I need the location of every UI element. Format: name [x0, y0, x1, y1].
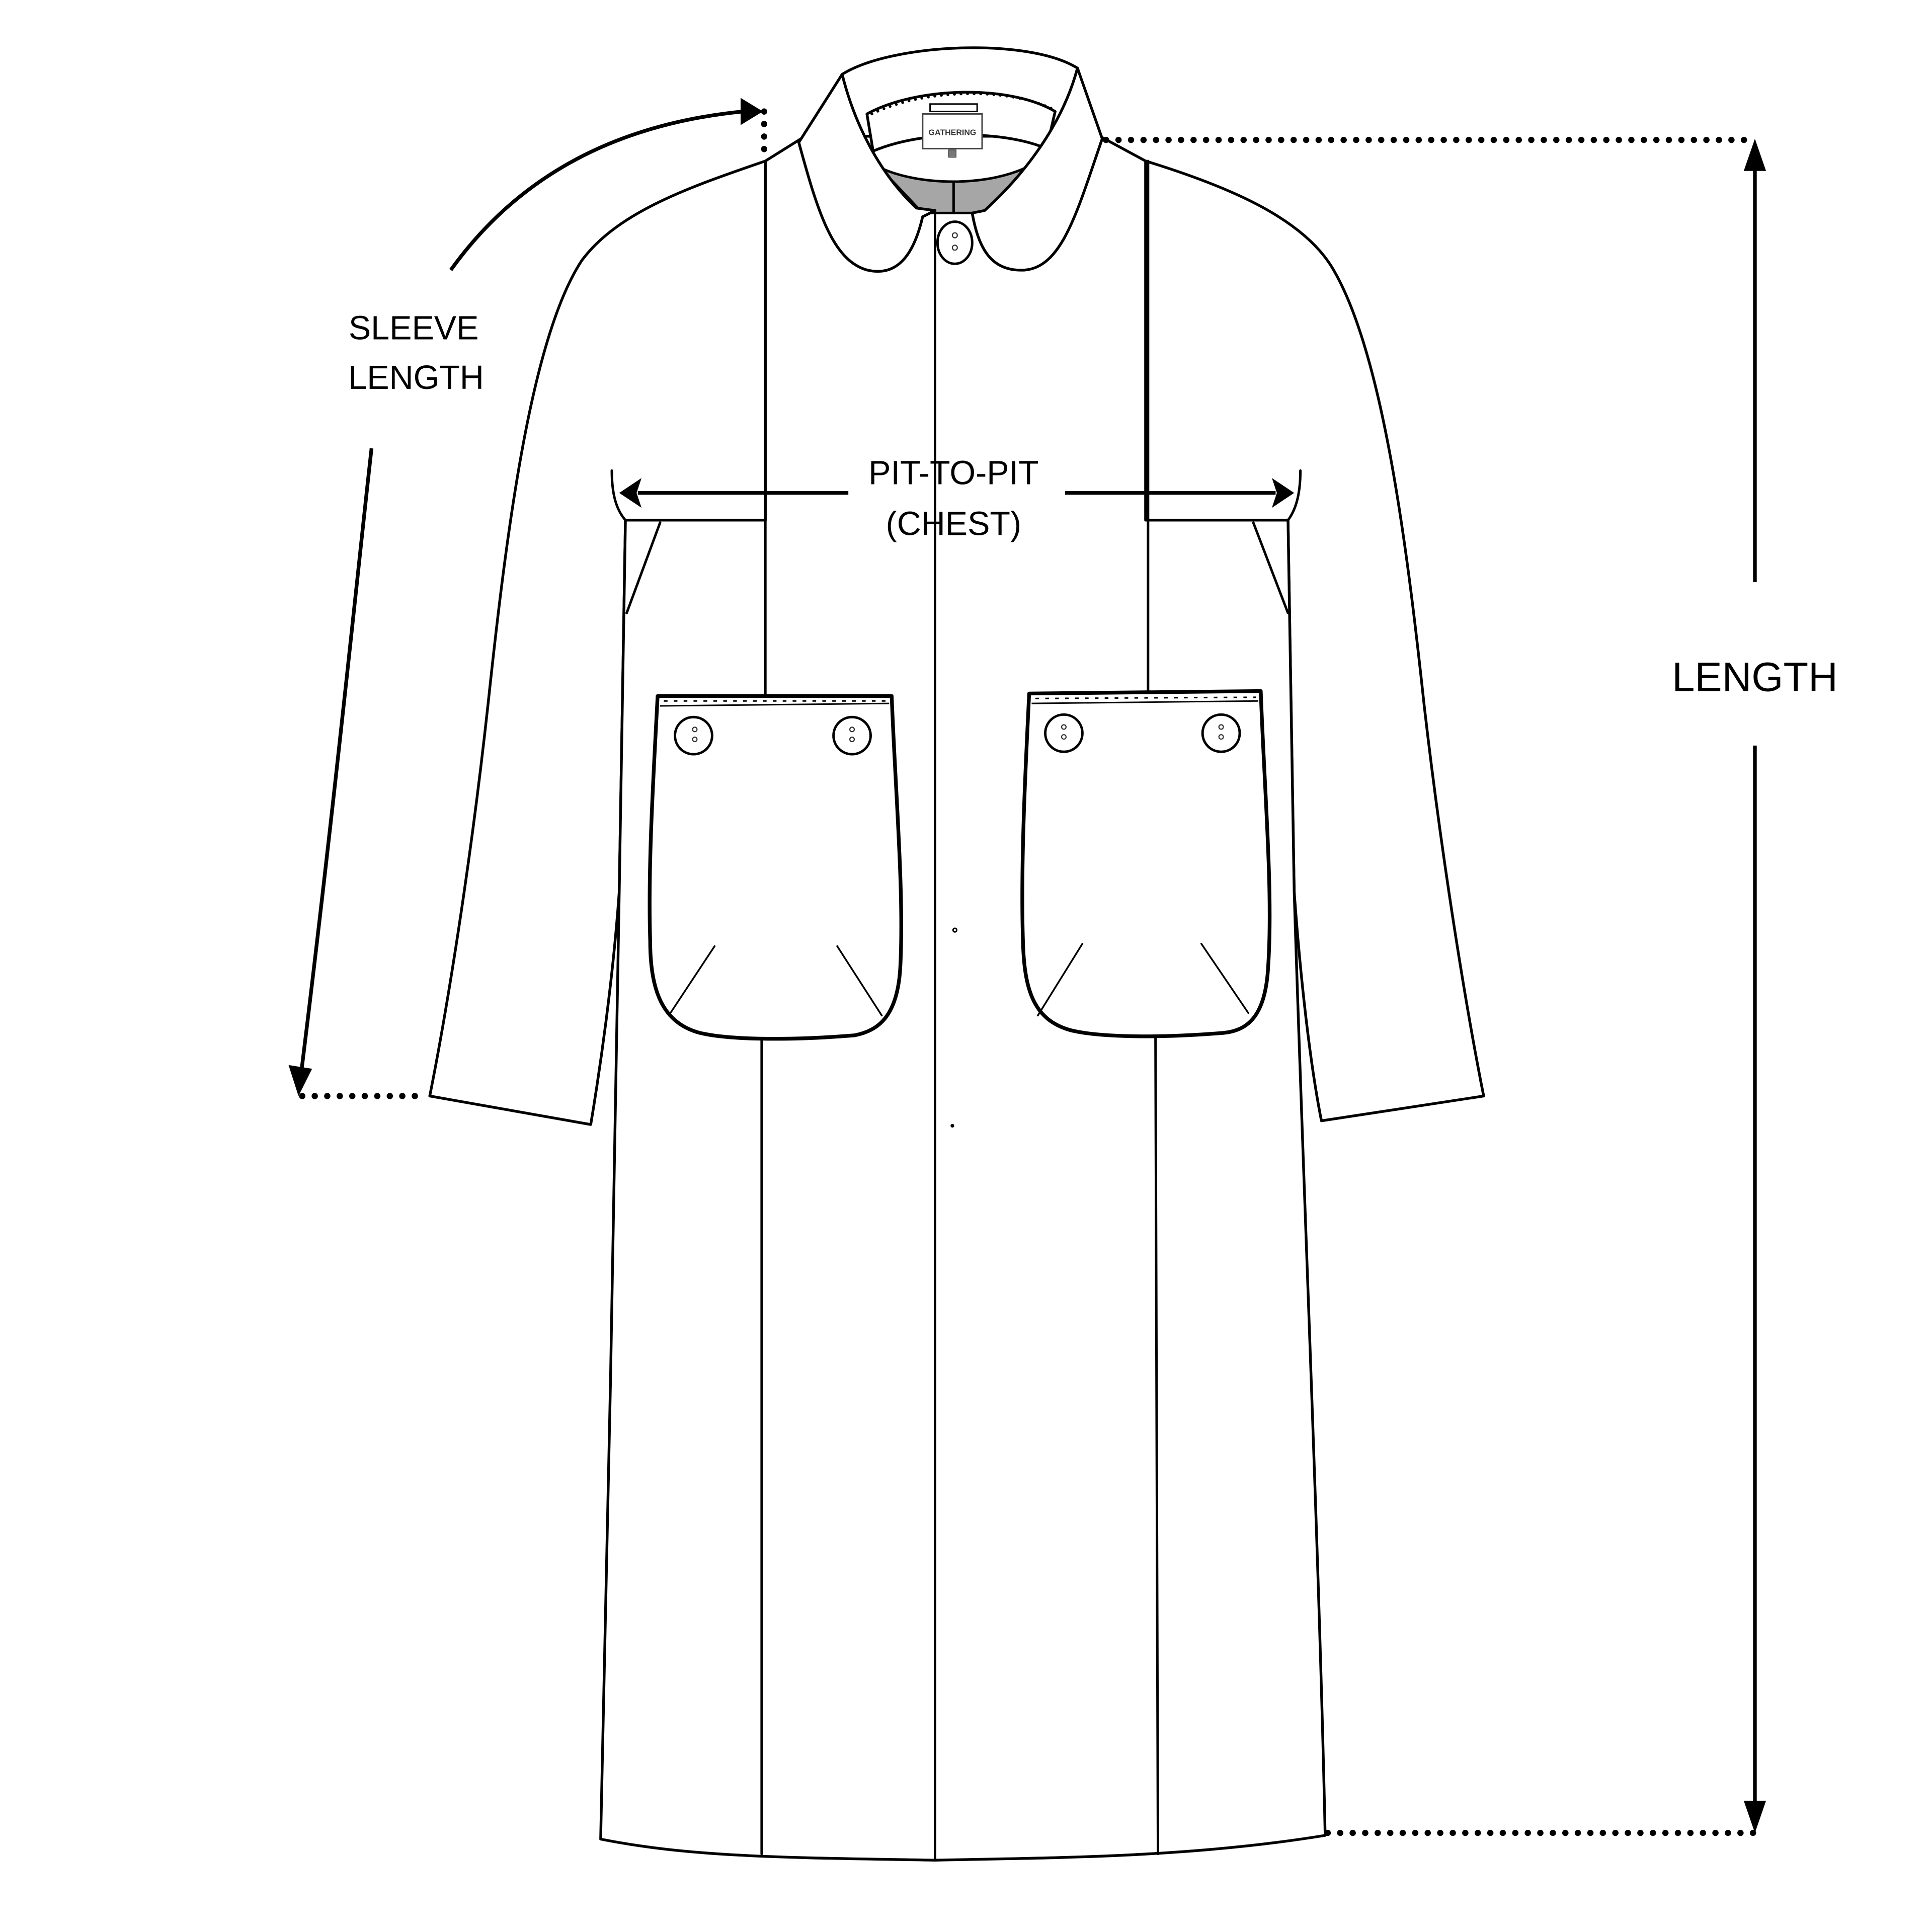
pocket-button	[674, 715, 713, 756]
brand-tag-text: GATHERING	[929, 128, 977, 137]
length-arrow-head-up-icon	[1743, 138, 1766, 171]
left-pocket	[648, 694, 904, 1041]
left-underarm	[610, 469, 627, 522]
left-sleeve	[428, 159, 767, 1126]
chest-arrow-head-left-icon	[619, 478, 642, 508]
chest-label-line1: PIT-TO-PIT	[868, 454, 1038, 492]
chest-arrow-head-right-icon	[1272, 478, 1295, 508]
chest-label-line2: (CHEST)	[886, 505, 1021, 542]
collar-button	[936, 220, 974, 265]
length-measure: LENGTH	[1103, 137, 1838, 1836]
coat-sketch	[428, 135, 1485, 1862]
sleeve-length-label-line2: LENGTH	[348, 359, 484, 396]
brand-tag: GATHERING	[922, 103, 983, 158]
placket-mark	[952, 927, 958, 933]
sleeve-length-label-line1: SLEEVE	[349, 309, 479, 347]
right-panel-seam-lower	[1154, 1032, 1160, 1856]
length-label: LENGTH	[1672, 655, 1837, 700]
sleeve-arrow-head-down-icon	[288, 1065, 312, 1096]
right-collar-leaf	[971, 66, 1104, 272]
pocket-button	[1201, 713, 1241, 753]
pocket-button	[1044, 713, 1084, 753]
left-collar-leaf	[797, 72, 937, 273]
pocket-button	[832, 715, 872, 756]
length-arrow-head-down-icon	[1743, 1801, 1766, 1833]
left-side-dart	[625, 521, 662, 614]
right-side-dart	[1252, 521, 1290, 614]
collar: GATHERING	[797, 46, 1104, 273]
sleeve-length-measure: SLEEVE LENGTH	[288, 98, 767, 1099]
coat-body	[599, 135, 1327, 1862]
sleeve-arrow-upper	[449, 109, 744, 271]
sleeve-arrow-head-up-icon	[741, 98, 763, 125]
sleeve-arrow-lower	[299, 448, 374, 1076]
right-underarm	[1286, 469, 1302, 522]
chest-measure: PIT-TO-PIT (CHEST)	[619, 454, 1295, 542]
placket-dot	[950, 1123, 954, 1128]
collar-stitching	[870, 92, 1055, 116]
right-pocket	[1020, 689, 1272, 1038]
right-sleeve	[1144, 159, 1485, 1122]
